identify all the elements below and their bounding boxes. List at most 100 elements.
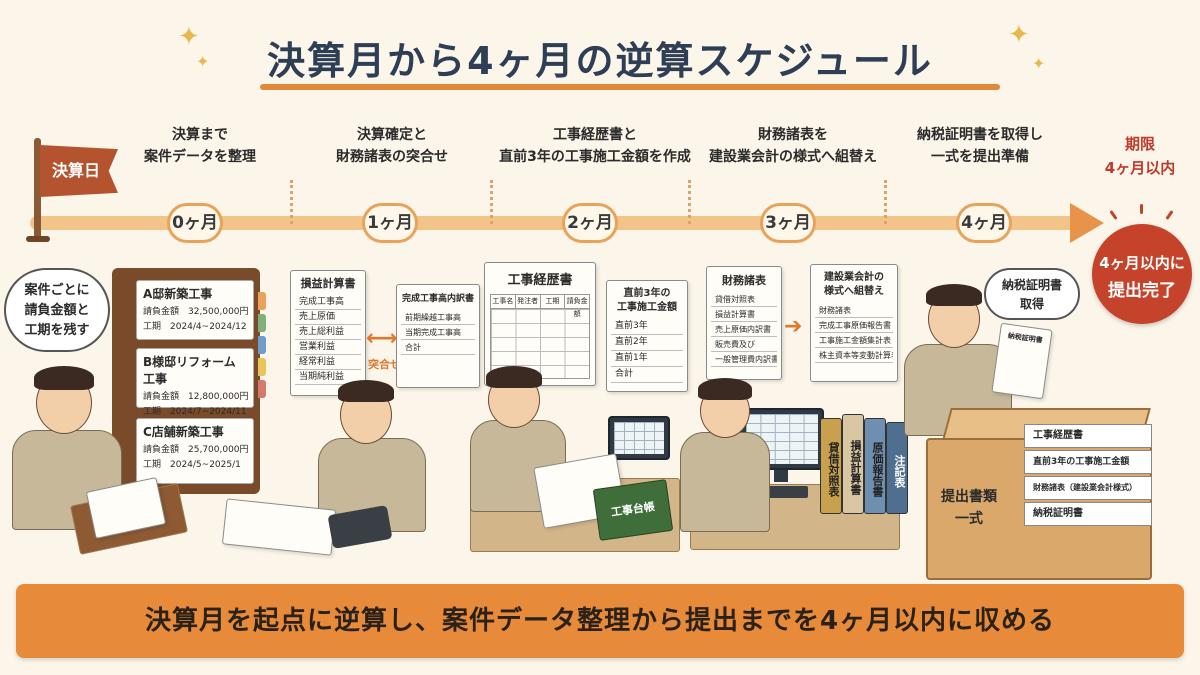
project-card-c: C店舗新築工事 請負金額 25,700,000円 工期 2024/5~2025/… (136, 418, 254, 484)
binder-book: 注記表 (886, 422, 908, 514)
sheet-rows: 前期繰越工事高 当期完成工事高 合計 (401, 310, 475, 355)
bubble-line: 納税証明書 (1001, 278, 1062, 292)
sheet-row: 直前2年 (611, 335, 683, 351)
converted-statements-sheet: 建設業会計の 様式へ組替え 財務諸表 完成工事原価報告書 工事施工金額集計表 株… (810, 264, 898, 382)
step-label-2: 工事経歴書と 直前3年の工事施工金額を作成 (480, 124, 710, 168)
binder-tabs (258, 292, 266, 402)
table-col: 請負金額 (566, 297, 588, 318)
project-name: B様邸リフォーム工事 (143, 355, 236, 386)
worker-hair (926, 284, 982, 306)
month-node-3: 3ヶ月 (760, 203, 816, 243)
binder-book: 原価報告書 (864, 418, 886, 514)
income-statement-sheet: 損益計算書 完成工事高 売上原価 売上総利益 営業利益 経常利益 当期純利益 (290, 270, 366, 396)
project-card-a: A邸新築工事 請負金額 32,500,000円 工期 2024/4~2024/1… (136, 280, 254, 340)
monitor-stand (774, 470, 788, 482)
flag-pole (34, 138, 41, 240)
sheet-row: 合計 (611, 367, 683, 383)
title-line: 様式へ組替え (824, 286, 884, 297)
sheet-row: 営業利益 (295, 340, 361, 355)
construction-history-sheet: 工事経歴書 工事名 発注者 工期 請負金額 (484, 262, 596, 386)
worker-figure (680, 432, 770, 532)
page-title: 決算月から4ヶ月の逆算スケジュール (267, 39, 933, 83)
deadline-label: 期限 4ヶ月以内 (1080, 132, 1200, 180)
summary-banner: 決算月を起点に逆算し、案件データ整理から提出までを4ヶ月以内に収める (16, 584, 1184, 658)
sparkle-icon: ✦ (1008, 20, 1030, 50)
sheet-title: 財務諸表 (722, 274, 766, 287)
sheet-row: 売上原価 (295, 310, 361, 325)
laptop-screen (608, 416, 670, 460)
title-line: 直前3年の (623, 288, 671, 299)
worker-hair (698, 378, 752, 400)
certificate-title: 納税証明書 (1007, 331, 1044, 345)
sheet-title: 損益計算書 (300, 277, 356, 290)
history-table-grid (490, 309, 590, 379)
step-line: 財務諸表を (758, 127, 828, 143)
step-line: 財務諸表の突合せ (336, 149, 448, 165)
sheet-row: 貸借対照表 (711, 292, 777, 307)
tax-certificate: 納税証明書 (991, 322, 1053, 400)
sheet-rows: 貸借対照表 損益計算書 売上原価内訳書 販売費及び 一般管理費内訳書 (711, 292, 777, 367)
sheet-row: 販売費及び (711, 337, 777, 352)
three-year-sheet: 直前3年の 工事施工金額 直前3年 直前2年 直前1年 合計 (606, 280, 688, 392)
deadline-line: 期限 (1124, 135, 1155, 153)
worker-hair (486, 366, 542, 388)
title-area: 決算月から4ヶ月の逆算スケジュール (0, 12, 1200, 92)
sparkle-icon: ✦ (178, 22, 200, 52)
step-line: 案件データを整理 (144, 149, 256, 165)
sheet-row: 合計 (401, 340, 475, 355)
doc-item: 工事経歴書 (1024, 424, 1152, 448)
box-label-line: 提出書類 (941, 489, 997, 505)
deadline-line: 4ヶ月以内 (1104, 159, 1176, 177)
project-name: A邸新築工事 (143, 287, 213, 301)
worker-hair (34, 366, 94, 390)
completion-badge: 4ヶ月以内に 提出完了 (1092, 224, 1192, 324)
step-label-4: 納税証明書を取得し 一式を提出準備 (880, 124, 1080, 168)
title-underline (260, 84, 1000, 90)
sheet-row: 売上総利益 (295, 325, 361, 340)
sheet-rows: 財務諸表 完成工事原価報告書 工事施工金額集計表 株主資本等変動計算表 (815, 303, 893, 363)
step-line: 建設業会計の様式へ組替え (709, 149, 877, 165)
project-amount: 請負金額 32,500,000円 (143, 307, 249, 317)
step-label-1: 決算確定と 財務諸表の突合せ (292, 124, 492, 168)
ledger-label: 工事台帳 (610, 500, 656, 520)
step-line: 工事経歴書と (553, 127, 637, 143)
speech-bubble: 納税証明書 取得 (984, 268, 1080, 320)
project-amount: 請負金額 12,800,000円 (143, 392, 249, 402)
history-table-header: 工事名 発注者 工期 請負金額 (490, 294, 590, 318)
worker-hair (338, 380, 394, 402)
swap-label: 突合せ (368, 358, 401, 371)
project-period: 工期 2024/7~2024/11 (143, 407, 247, 417)
step-line: 決算まで (172, 127, 228, 143)
flag-base (26, 236, 50, 242)
sheet-row: 直前3年 (611, 319, 683, 335)
sheet-row: 経常利益 (295, 355, 361, 370)
sheet-row: 直前1年 (611, 351, 683, 367)
sheet-row: 財務諸表 (815, 303, 893, 318)
month-node-0: 0ヶ月 (167, 203, 223, 243)
title-line: 工事施工金額 (617, 302, 677, 313)
burst-ray (1140, 204, 1143, 214)
step-line: 直前3年の工事施工金額を作成 (499, 149, 691, 165)
divider-dots (884, 180, 887, 224)
sheet-title: 工事経歴書 (507, 273, 573, 288)
sheet-row: 前期繰越工事高 (401, 310, 475, 325)
step-label-0: 決算まで 案件データを整理 (100, 124, 300, 168)
step-line: 一式を提出準備 (931, 149, 1029, 165)
bubble-line: 取得 (1019, 297, 1044, 311)
binder-book: 損益計算書 (842, 414, 864, 514)
revenue-detail-sheet: 完成工事高内訳書 前期繰越工事高 当期完成工事高 合計 (396, 284, 480, 388)
start-flag (40, 145, 118, 197)
sparkle-icon: ✦ (196, 52, 210, 71)
binder-book: 貸借対照表 (820, 418, 842, 514)
sheet-row: 完成工事高 (295, 295, 361, 310)
sheet-row: 株主資本等変動計算表 (815, 348, 893, 363)
table-col: 工事名 (491, 295, 516, 308)
step-line: 決算確定と (357, 127, 427, 143)
divider-dots (490, 180, 493, 224)
month-node-2: 2ヶ月 (562, 203, 618, 243)
project-period: 工期 2024/5~2025/1 (143, 460, 241, 470)
month-node-1: 1ヶ月 (362, 203, 418, 243)
completion-line: 提出完了 (1108, 281, 1176, 301)
start-flag-label: 決算日 (51, 161, 100, 180)
sheet-title: 建設業会計の 様式へ組替え (811, 271, 897, 299)
